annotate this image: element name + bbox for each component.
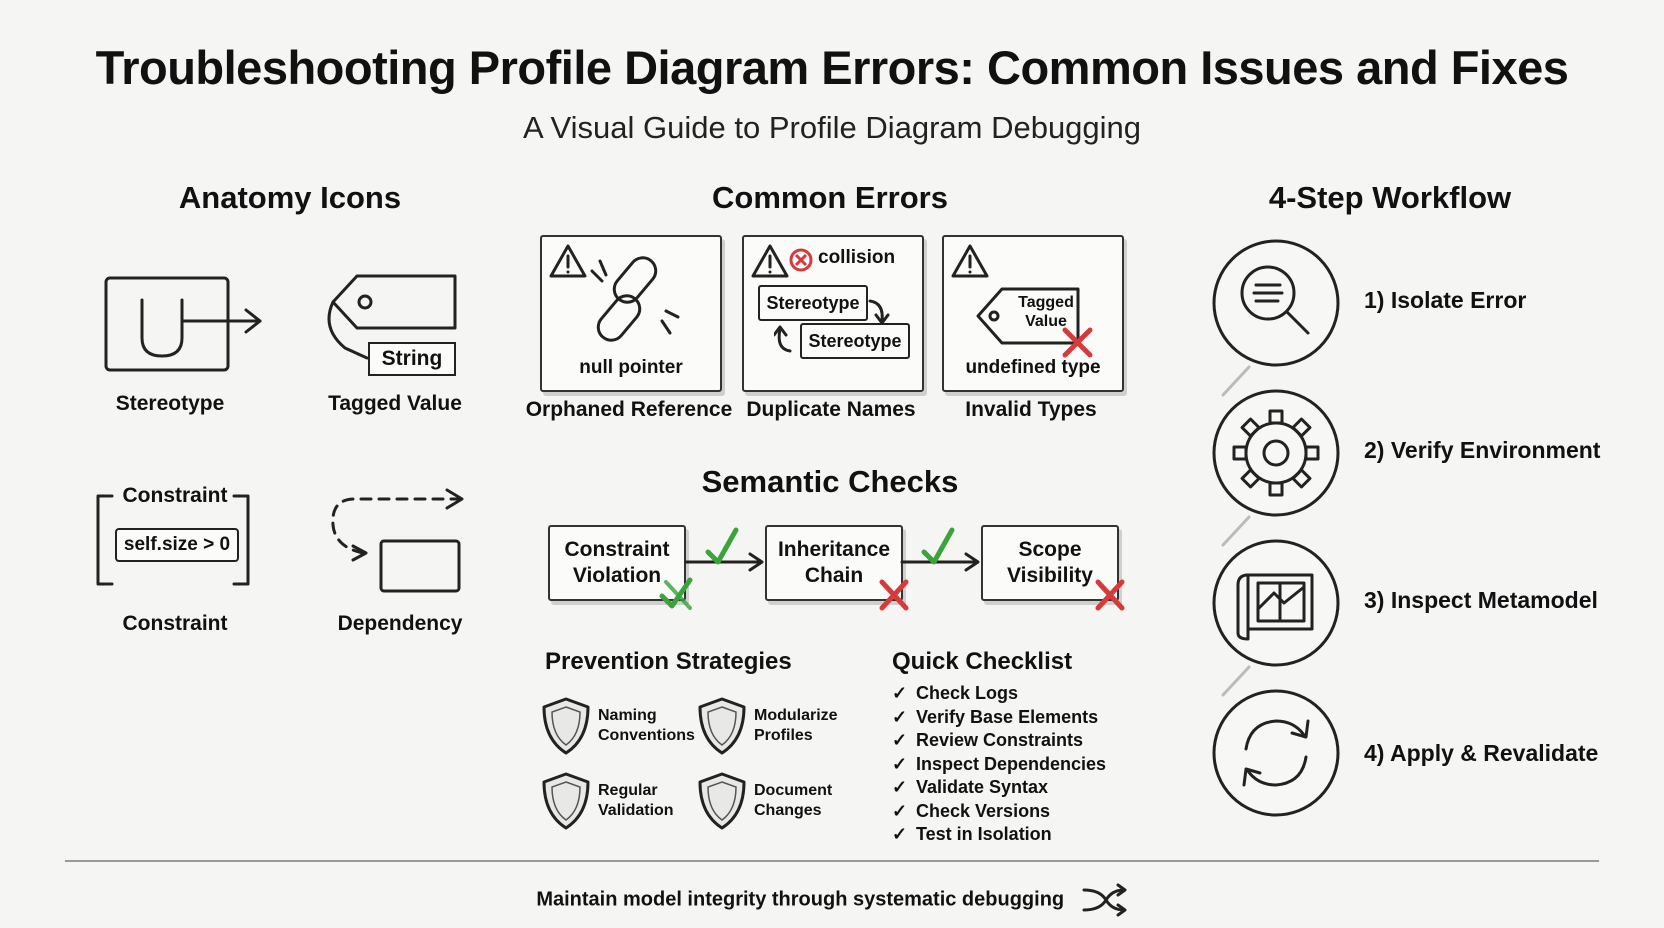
checklist-item: ✓ Validate Syntax xyxy=(892,776,1106,800)
checklist-item-text: Inspect Dependencies xyxy=(916,753,1107,774)
checkmark-icon: ✓ xyxy=(892,706,908,727)
prevention-item-validation: Regular Validation xyxy=(598,781,674,821)
workflow-step-4: 4) Apply & Revalidate xyxy=(1364,740,1599,766)
checklist-item-text: Test in Isolation xyxy=(916,824,1052,844)
refresh-icon xyxy=(1212,689,1340,817)
invalid-types-label: Invalid Types xyxy=(965,398,1097,421)
orphaned-reference-label: Orphaned Reference xyxy=(525,398,733,421)
checklist-item-text: Validate Syntax xyxy=(916,777,1049,797)
checkmark-icon: ✓ xyxy=(892,683,908,703)
broken-chain-icon xyxy=(590,256,680,342)
check-icon xyxy=(659,577,693,609)
workflow-step-1: 1) Isolate Error xyxy=(1364,287,1527,313)
duplicate-names-label: Duplicate Names xyxy=(746,398,916,421)
checkmark-icon: ✓ xyxy=(892,753,908,774)
shield-icon xyxy=(698,697,746,755)
scope-visibility-box: Scope Visibility xyxy=(981,525,1119,601)
prevention-line2: Changes xyxy=(754,802,822,819)
shuffle-icon xyxy=(1082,883,1127,917)
prevention-line2: Profiles xyxy=(754,727,813,744)
shield-icon xyxy=(542,697,590,755)
errors-section-title: Common Errors xyxy=(712,180,948,215)
footer-divider xyxy=(65,860,1599,862)
checklist-item: ✓ Verify Base Elements xyxy=(892,706,1106,730)
prevention-title: Prevention Strategies xyxy=(545,648,792,675)
duplicate-names-card: collision Stereotype Stereotype xyxy=(742,235,924,392)
check-icon xyxy=(921,527,955,565)
stereotype-box-1: Stereotype xyxy=(758,285,868,321)
collision-text: collision xyxy=(818,247,896,268)
checklist-item: ✓ Check Logs xyxy=(892,682,1106,706)
checklist-item-text: Review Constraints xyxy=(916,730,1084,750)
shield-icon xyxy=(698,772,746,830)
error-x-icon xyxy=(1062,327,1093,358)
constraint-box-title: Constraint xyxy=(122,484,228,507)
page-title: Troubleshooting Profile Diagram Errors: … xyxy=(95,41,1569,94)
prevention-line1: Modularize xyxy=(754,707,838,724)
footer-tagline: Maintain model integrity through systema… xyxy=(0,882,1664,918)
tag-string-box: String xyxy=(368,342,456,376)
collision-icon xyxy=(789,248,813,272)
warning-icon xyxy=(751,244,789,278)
checkmark-icon: ✓ xyxy=(892,730,908,750)
dependency-icon xyxy=(331,488,464,593)
workflow-section-title: 4-Step Workflow xyxy=(1268,180,1512,215)
checklist-item: ✓ Check Versions xyxy=(892,800,1106,824)
checklist-item-text: Check Versions xyxy=(916,800,1051,821)
page-subtitle: A Visual Guide to Profile Diagram Debugg… xyxy=(522,110,1142,145)
tag-icon xyxy=(976,287,1080,345)
workflow-step-2: 2) Verify Environment xyxy=(1364,437,1601,463)
checklist-item: ✓ Review Constraints xyxy=(892,729,1106,753)
constraint-expression: self.size > 0 xyxy=(115,528,239,562)
workflow-connector xyxy=(1221,365,1251,697)
shield-icon xyxy=(542,772,590,830)
prevention-line1: Regular xyxy=(598,782,658,799)
constraint-label: Constraint xyxy=(122,612,228,635)
stereotype-icon xyxy=(104,276,262,372)
tag-icon xyxy=(327,274,457,360)
orphaned-reference-card: null pointer xyxy=(540,235,722,392)
semantic-section-title: Semantic Checks xyxy=(701,464,959,499)
checklist-item-text: Check Logs xyxy=(916,683,1019,703)
warning-icon xyxy=(549,244,587,278)
workflow-step-3: 3) Inspect Metamodel xyxy=(1364,587,1598,613)
dependency-label: Dependency xyxy=(337,612,463,635)
blueprint-icon xyxy=(1212,539,1340,667)
prevention-line2: Conventions xyxy=(598,727,695,744)
gear-icon xyxy=(1212,389,1340,517)
undefined-type-text: undefined type xyxy=(965,357,1101,378)
null-pointer-text: null pointer xyxy=(579,357,683,378)
anatomy-section-title: Anatomy Icons xyxy=(178,180,402,215)
stereotype-label: Stereotype xyxy=(115,392,225,415)
checklist: ✓ Check Logs ✓ Verify Base Elements ✓ Revie… xyxy=(892,682,1106,847)
constraint-bracket-icon xyxy=(96,494,250,586)
prevention-line1: Document xyxy=(754,782,833,799)
checkmark-icon: ✓ xyxy=(892,824,908,844)
footer-text: Maintain model integrity through systema… xyxy=(536,888,1065,911)
inheritance-chain-box: Inheritance Chain xyxy=(765,525,903,601)
prevention-item-document: Document Changes xyxy=(754,781,832,821)
tagged-value-label: Tagged Value xyxy=(328,392,462,415)
prevention-item-naming: Naming Conventions xyxy=(598,706,695,746)
prevention-line2: Validation xyxy=(598,802,674,819)
prevention-item-modularize: Modularize Profiles xyxy=(754,706,838,746)
cycle-arrows-icon xyxy=(774,299,890,353)
checkmark-icon: ✓ xyxy=(892,800,908,821)
semantic-flow-graphics xyxy=(659,527,1125,611)
prevention-line1: Naming xyxy=(598,707,657,724)
warning-icon xyxy=(951,244,989,278)
invalid-types-card: Tagged Value undefined type xyxy=(942,235,1124,392)
checkmark-icon: ✓ xyxy=(892,777,908,797)
magnifier-icon xyxy=(1212,239,1340,367)
stereotype-box-2: Stereotype xyxy=(800,323,910,359)
check-icon xyxy=(705,527,739,565)
checklist-title: Quick Checklist xyxy=(892,648,1073,675)
constraint-violation-box: Constraint Violation xyxy=(548,525,686,601)
checklist-item: ✓ Inspect Dependencies xyxy=(892,753,1106,777)
tagged-value-inner-text: Tagged Value xyxy=(1018,294,1074,330)
checklist-item: ✓ Test in Isolation xyxy=(892,823,1106,847)
checklist-item-text: Verify Base Elements xyxy=(916,706,1099,727)
